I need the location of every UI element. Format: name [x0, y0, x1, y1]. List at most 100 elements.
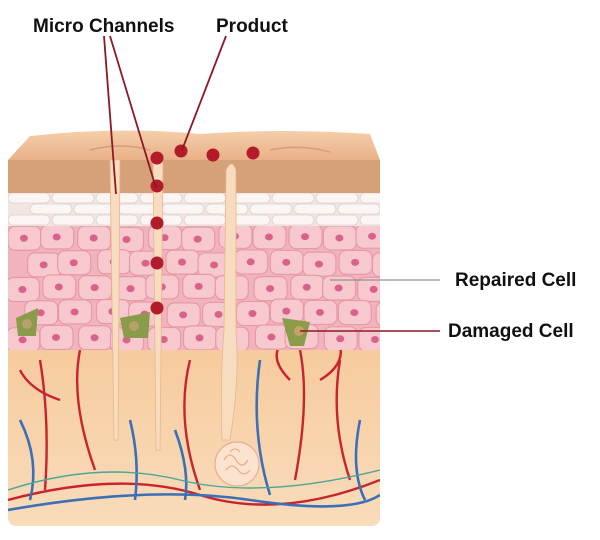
epidermis-cell	[371, 252, 380, 278]
artery	[18, 369, 61, 402]
product-dot	[150, 301, 164, 315]
damaged-cell-2	[120, 312, 150, 338]
cell-nucleus	[335, 234, 344, 242]
cell-nucleus	[336, 335, 345, 343]
cell-nucleus	[159, 335, 168, 343]
cell-nucleus	[301, 233, 310, 241]
cell-nucleus	[264, 233, 273, 241]
product-leader	[181, 35, 227, 151]
repaired-cell-label: Repaired Cell	[455, 270, 576, 291]
granular-cell	[315, 192, 359, 204]
product-label: Product	[216, 16, 288, 37]
granular-cell	[293, 203, 337, 215]
cell-nucleus	[122, 236, 131, 244]
cell-nucleus	[54, 283, 63, 291]
cell-nucleus	[141, 259, 150, 267]
vein	[255, 359, 272, 496]
epidermis-cell	[357, 276, 380, 302]
granular-cell	[73, 203, 117, 215]
cell-nucleus	[248, 310, 257, 318]
vein	[173, 429, 188, 501]
cell-nucleus	[315, 308, 324, 316]
hair-follicle	[220, 163, 238, 441]
granular-cell	[51, 214, 95, 226]
cell-nucleus	[388, 310, 396, 317]
cell-nucleus	[369, 285, 378, 293]
cell-nucleus	[90, 284, 99, 292]
cell-nucleus	[122, 336, 131, 344]
cell-nucleus	[282, 307, 291, 315]
cell-nucleus	[350, 309, 359, 317]
cell-nucleus	[193, 235, 202, 243]
cell-nucleus	[368, 232, 377, 240]
micro-channels-label: Micro Channels	[33, 16, 174, 37]
cell-nucleus	[126, 285, 135, 293]
micro-channel-1	[109, 159, 121, 441]
epidermis-cell	[358, 326, 380, 350]
cell-nucleus	[39, 261, 48, 269]
cell-nucleus	[52, 333, 61, 341]
artery	[183, 359, 202, 491]
cell-nucleus	[70, 308, 79, 316]
granular-cell	[51, 192, 95, 204]
granular-cell	[8, 214, 51, 226]
cell-nucleus	[52, 233, 61, 241]
product-dot	[150, 151, 164, 165]
product-dot	[246, 146, 260, 160]
micro-channels-leader-1	[103, 35, 117, 195]
artery	[293, 349, 306, 481]
damaged-cell-1	[16, 308, 38, 336]
cell-nucleus	[314, 260, 323, 268]
granular-cell	[337, 203, 380, 215]
dermis-layer	[8, 330, 380, 526]
vein	[8, 493, 380, 512]
product-dot	[174, 144, 188, 158]
product-dot	[150, 216, 164, 230]
granular-cell	[271, 192, 315, 204]
cell-nucleus	[384, 261, 392, 268]
stratum-corneum	[8, 160, 380, 193]
cell-nucleus	[302, 283, 311, 291]
cell-nucleus	[370, 335, 379, 343]
product-dot	[150, 256, 164, 270]
cell-nucleus	[19, 234, 28, 242]
cell-nucleus	[18, 286, 27, 294]
granular-cell	[315, 214, 359, 226]
vein	[354, 419, 367, 501]
cell-nucleus	[69, 259, 78, 267]
damaged-cell-3	[282, 318, 310, 346]
cell-nucleus	[267, 333, 276, 341]
cell-nucleus	[351, 258, 360, 266]
epidermis-cell	[375, 302, 380, 326]
cell-nucleus	[178, 258, 187, 266]
granular-cell	[29, 203, 73, 215]
granular-cell	[359, 192, 380, 204]
product-dots	[150, 144, 260, 315]
granular-cell	[249, 203, 293, 215]
granular-cell	[359, 214, 380, 226]
granular-cell	[382, 204, 424, 214]
epidermis-cells	[8, 223, 396, 350]
lymph-vessel	[8, 469, 380, 491]
vein	[18, 419, 35, 501]
cell-nucleus	[194, 282, 203, 290]
cell-nucleus	[36, 309, 45, 317]
cell-nucleus	[334, 284, 343, 292]
cell-nucleus	[266, 285, 275, 293]
cell-nucleus	[90, 334, 99, 342]
damaged-cell-label: Damaged Cell	[448, 321, 574, 342]
cell-nucleus	[210, 261, 219, 269]
granular-cell	[8, 192, 51, 204]
granular-cell	[161, 203, 205, 215]
granular-cell	[183, 192, 227, 204]
cell-nucleus	[246, 258, 255, 266]
granular-cell	[271, 214, 315, 226]
sweat-gland	[214, 441, 260, 487]
product-dot	[206, 148, 220, 162]
granular-cell	[183, 214, 227, 226]
cell-nucleus	[214, 310, 223, 318]
cell-nucleus	[89, 234, 98, 242]
cell-nucleus	[195, 334, 204, 342]
artery	[335, 359, 352, 481]
